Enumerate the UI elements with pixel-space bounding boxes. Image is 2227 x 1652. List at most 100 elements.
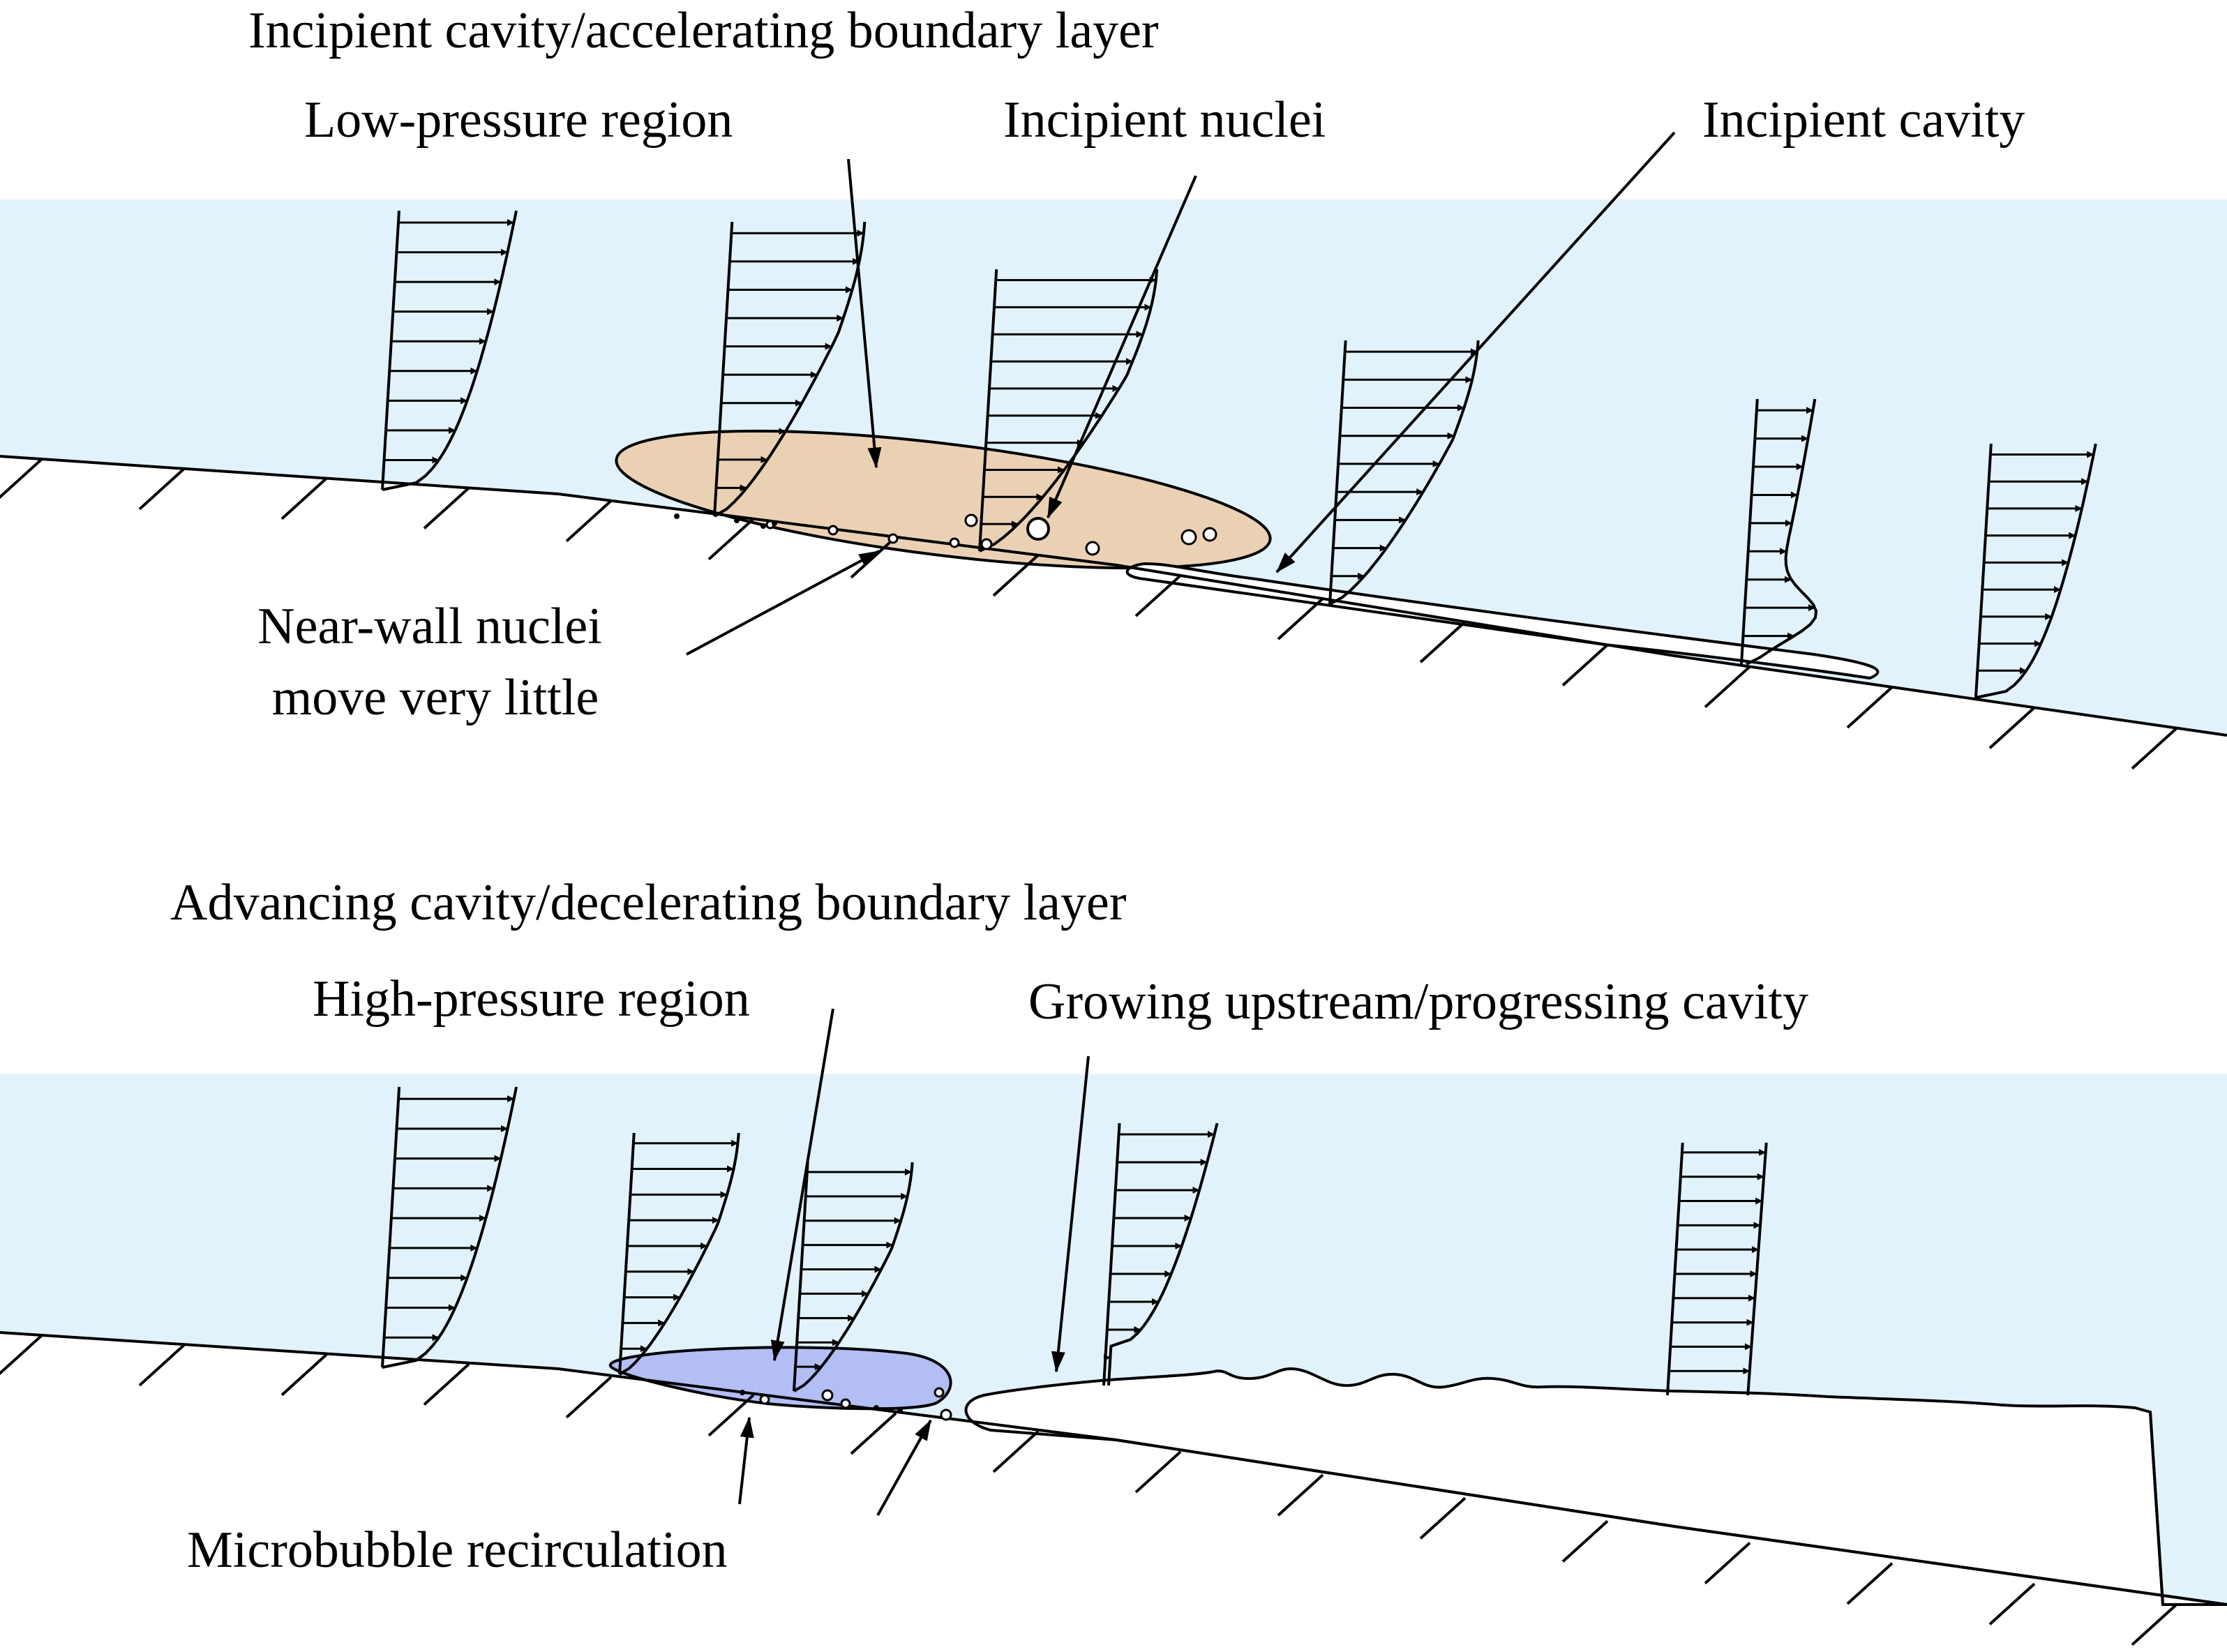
nucleus-dot	[734, 518, 740, 523]
microbubble-arrow-left	[738, 1416, 754, 1505]
high-pressure-region	[608, 1346, 952, 1411]
bottom-wall	[0, 1331, 2227, 1606]
bottom-panel: Advancing cavity/decelerating boundary l…	[0, 874, 2227, 1646]
bottom-wall-hatching	[0, 1334, 2178, 1646]
hatch-mark	[565, 500, 613, 543]
nucleus-bubble	[827, 525, 839, 536]
hatch-mark	[992, 1430, 1040, 1473]
hatch-mark	[280, 477, 328, 520]
incipient-cavity-arrow	[1275, 131, 1676, 573]
bottom-panel-title: Advancing cavity/decelerating boundary l…	[170, 874, 1126, 931]
hatch-mark	[1704, 666, 1751, 709]
top-panel-title: Incipient cavity/accelerating boundary l…	[248, 2, 1159, 59]
profile-curve	[1746, 1142, 1768, 1396]
profile-curve	[1329, 340, 1480, 606]
nucleus-bubble	[1202, 527, 1217, 542]
low-pressure-arrow	[847, 158, 882, 469]
hatch-mark	[1988, 706, 2036, 749]
hatch-mark	[0, 458, 43, 500]
hatch-mark	[1704, 1542, 1751, 1585]
bottom-microbubbles	[740, 1387, 952, 1421]
hatch-mark	[565, 1376, 613, 1419]
hatch-mark	[2131, 727, 2178, 770]
hatch-mark	[1419, 620, 1467, 663]
hatch-mark	[1561, 643, 1609, 686]
top-velocity-profiles	[381, 210, 2097, 699]
profile-curve	[618, 1132, 740, 1376]
profile-axis	[1740, 398, 1759, 665]
near-wall-nuclei-label-line1: Near-wall nuclei	[257, 598, 602, 655]
low-pressure-region	[615, 429, 1272, 570]
profile-axis	[713, 221, 734, 517]
microbubble	[933, 1387, 945, 1398]
hatch-mark	[1277, 597, 1324, 640]
high-pressure-arrow	[770, 1008, 834, 1362]
microbubble-dot	[873, 1405, 879, 1411]
hatch-mark	[1134, 1450, 1182, 1494]
nucleus-bubble	[887, 533, 899, 544]
profile-curve	[979, 269, 1159, 553]
microbubble	[840, 1398, 851, 1409]
profile-axis	[1328, 340, 1347, 605]
hatch-mark	[707, 1394, 755, 1437]
top-nuclei	[674, 513, 1217, 556]
hatch-mark	[0, 1334, 43, 1376]
microbubble	[821, 1389, 834, 1402]
hatch-mark	[423, 486, 470, 530]
microbubble	[940, 1409, 952, 1421]
hatch-mark	[1846, 686, 1894, 729]
low-pressure-label: Low-pressure region	[304, 91, 733, 149]
incipient-cavity	[1125, 562, 1880, 680]
hatch-mark	[1419, 1496, 1467, 1540]
profile-curve	[1107, 1122, 1219, 1386]
hatch-mark	[2131, 1603, 2178, 1646]
growing-cavity-arrow	[1051, 1056, 1090, 1373]
hatch-mark	[138, 1344, 186, 1387]
nucleus-bubble	[949, 537, 960, 548]
microbubble-label: Microbubble recirculation	[187, 1522, 728, 1579]
profile-curve	[793, 1162, 914, 1392]
nucleus-dot	[760, 523, 766, 529]
hatch-mark	[280, 1353, 328, 1397]
profile-axis	[1974, 443, 1993, 698]
profile-axis	[381, 1086, 401, 1368]
incipient-nuclei-label: Incipient nuclei	[1003, 91, 1326, 149]
nucleus-bubble	[980, 538, 993, 550]
profile-axis	[381, 210, 400, 490]
hatch-mark	[1134, 574, 1182, 617]
bottom-wall-end	[2149, 1411, 2164, 1605]
microbubble	[759, 1394, 770, 1405]
top-callout-arrows	[686, 131, 1676, 656]
top-wall-hatching	[0, 458, 2178, 770]
profile-axis	[618, 1132, 636, 1375]
nucleus-dot	[674, 513, 680, 519]
top-flow-region	[0, 200, 2227, 735]
microbubble-arrow-right	[876, 1419, 932, 1516]
profile-curve	[382, 1086, 518, 1369]
nucleus-bubble	[1085, 541, 1100, 556]
microbubble-dot	[897, 1408, 903, 1413]
profile-curve	[382, 210, 518, 491]
profile-axis	[978, 269, 998, 552]
incipient-nuclei-arrow	[1047, 175, 1197, 519]
profile-curve	[1746, 398, 1818, 666]
progressing-cavity	[964, 1367, 2227, 1606]
hatch-mark	[992, 554, 1040, 597]
hatch-mark	[707, 518, 755, 561]
incipient-cavity-label: Incipient cavity	[1702, 91, 2025, 149]
near-wall-nuclei-label-line2: move very little	[272, 669, 599, 726]
high-pressure-label: High-pressure region	[313, 970, 750, 1028]
top-wall	[0, 455, 2227, 737]
bottom-callout-arrows	[738, 1008, 1090, 1516]
top-panel: Incipient cavity/accelerating boundary l…	[0, 2, 2227, 770]
hatch-mark	[1846, 1562, 1894, 1605]
nucleus-bubble	[1026, 517, 1050, 541]
hatch-mark	[1988, 1582, 2036, 1625]
profile-curve	[1975, 443, 2097, 699]
hatch-mark	[1277, 1473, 1324, 1517]
bottom-velocity-profiles	[381, 1086, 1768, 1396]
hatch-mark	[850, 1412, 897, 1455]
nucleus-bubble	[1180, 529, 1197, 546]
hatch-mark	[423, 1362, 470, 1406]
